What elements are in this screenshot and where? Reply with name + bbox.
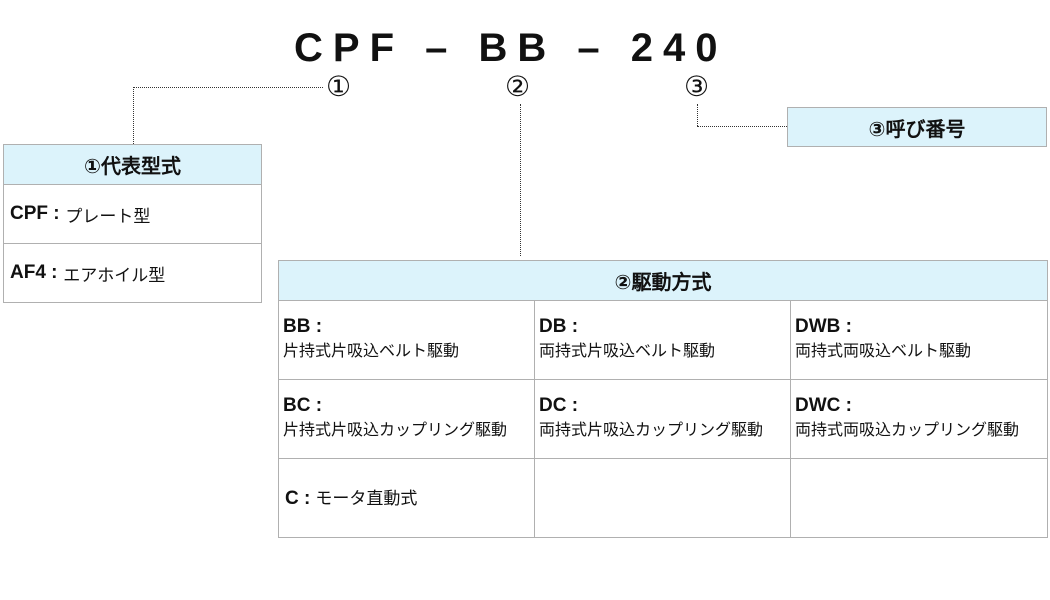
drive-code: BB : <box>283 316 323 337</box>
connector-3-h <box>697 126 787 127</box>
drive-method-cell: DWC : 両持式両吸込カップリング駆動 <box>791 380 1047 459</box>
drive-code: DB : <box>539 316 579 337</box>
model-type-desc: プレート型 <box>65 206 151 227</box>
marker-1: ① <box>326 70 352 103</box>
drive-desc: 片持式片吸込ベルト駆動 <box>283 341 460 360</box>
drive-desc: 両持式両吸込カップリング駆動 <box>795 420 1020 439</box>
drive-method-box: ②駆動方式 BB : 片持式片吸込ベルト駆動 DB : 両持式片吸込ベルト駆動 … <box>278 260 1048 538</box>
marker-3: ③ <box>684 70 710 103</box>
drive-code: DWB : <box>795 316 852 337</box>
nominal-number-box: ③呼び番号 <box>787 107 1047 147</box>
drive-desc: 片持式片吸込カップリング駆動 <box>283 420 508 439</box>
model-type-code: CPF : <box>10 203 60 224</box>
drive-code: DWC : <box>795 395 852 416</box>
drive-code: C : <box>285 487 311 509</box>
drive-desc: 両持式両吸込ベルト駆動 <box>795 341 972 360</box>
drive-method-empty-cell <box>535 459 791 538</box>
drive-desc: 両持式片吸込カップリング駆動 <box>539 420 764 439</box>
model-type-title: ①代表型式 <box>4 145 261 185</box>
connector-2-v <box>520 104 521 256</box>
model-type-box: ①代表型式 CPF : プレート型 AF4 : エアホイル型 <box>3 144 262 303</box>
marker-2: ② <box>505 70 531 103</box>
drive-code: BC : <box>283 395 323 416</box>
model-type-row: CPF : プレート型 <box>4 185 261 244</box>
model-type-row: AF4 : エアホイル型 <box>4 244 261 302</box>
drive-desc: 両持式片吸込ベルト駆動 <box>539 341 716 360</box>
nominal-number-title: ③呼び番号 <box>788 108 1046 146</box>
connector-1-h <box>133 87 323 88</box>
drive-method-title: ②駆動方式 <box>279 261 1047 301</box>
drive-method-cell: BC : 片持式片吸込カップリング駆動 <box>279 380 535 459</box>
drive-method-grid: BB : 片持式片吸込ベルト駆動 DB : 両持式片吸込ベルト駆動 DWB : … <box>279 301 1047 538</box>
connector-3-v <box>697 104 698 126</box>
connector-1-v <box>133 87 134 144</box>
drive-code: DC : <box>539 395 579 416</box>
drive-method-cell: C : モータ直動式 <box>279 459 535 538</box>
drive-desc: モータ直動式 <box>315 488 418 509</box>
model-type-desc: エアホイル型 <box>63 265 166 286</box>
drive-method-cell: DB : 両持式片吸込ベルト駆動 <box>535 301 791 380</box>
model-code: CPF – BB – 240 <box>294 26 728 70</box>
drive-method-empty-cell <box>791 459 1047 538</box>
model-type-code: AF4 : <box>10 262 58 283</box>
drive-method-cell: DC : 両持式片吸込カップリング駆動 <box>535 380 791 459</box>
drive-method-cell: BB : 片持式片吸込ベルト駆動 <box>279 301 535 380</box>
drive-method-cell: DWB : 両持式両吸込ベルト駆動 <box>791 301 1047 380</box>
